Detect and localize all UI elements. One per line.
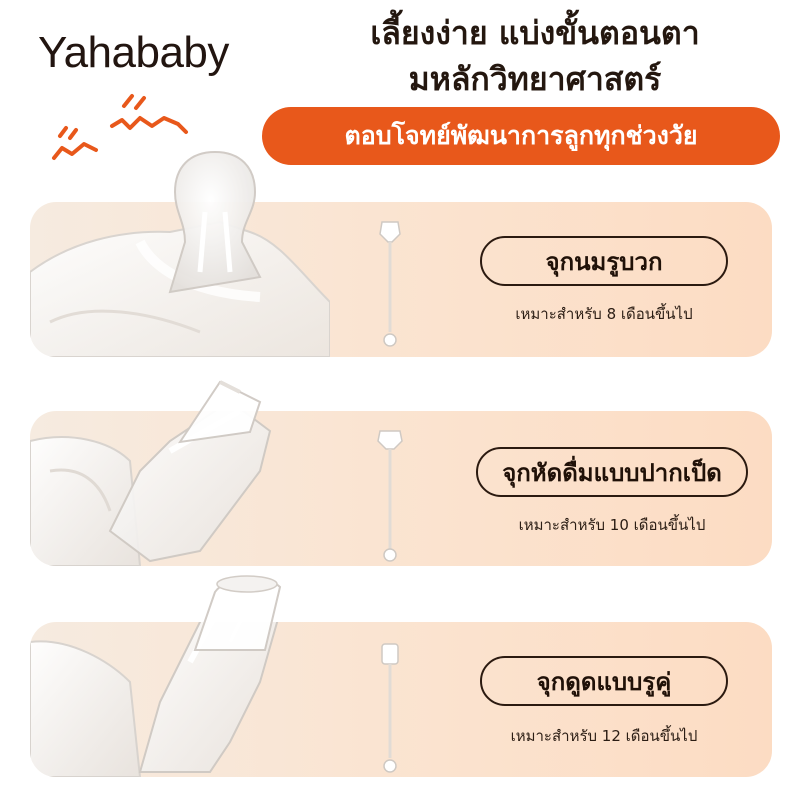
straw-icon [379,221,401,347]
decorative-spark-icon [52,94,188,160]
age-recommendation: เหมาะสำหรับ 10 เดือนขึ้นไป [518,516,706,534]
product-name-label: จุกนมรูบวก [480,236,728,286]
spout-tip-image [193,575,282,651]
product-card-3: จุกดูดแบบรูคู่ เหมาะสำหรับ 12 เดือนขึ้นไ… [30,622,772,777]
page-title: เลี้ยงง่าย แบ่งขั้นตอนตา มหลักวิทยาศาสตร… [300,10,770,102]
straw-icon [381,643,399,773]
age-recommendation: เหมาะสำหรับ 8 เดือนขึ้นไป [515,305,693,323]
product-name-text: จุกหัดดื่มแบบปากเป็ด [502,458,722,487]
product-name-text: จุกนมรูบวก [545,247,663,276]
duckbill-tip-image [177,380,262,444]
tagline-banner: ตอบโจทย์พัฒนาการลูกทุกช่วงวัย [262,107,780,165]
product-card-2: จุกหัดดื่มแบบปากเป็ด เหมาะสำหรับ 10 เดือ… [30,411,772,566]
product-name-label: จุกหัดดื่มแบบปากเป็ด [476,447,748,497]
headline-line-2: มหลักวิทยาศาสตร์ [408,60,662,98]
tagline-text: ตอบโจทย์พัฒนาการลูกทุกช่วงวัย [344,121,698,150]
straw-icon [377,430,403,562]
product-name-text: จุกดูดแบบรูคู่ [536,667,672,696]
product-name-label: จุกดูดแบบรูคู่ [480,656,728,706]
duckbill-spout-image [30,411,272,566]
age-recommendation: เหมาะสำหรับ 12 เดือนขึ้นไป [510,727,698,745]
teat-nipple-image [168,150,262,294]
brand-logo: Yahababy [38,28,229,77]
headline-line-1: เลี้ยงง่าย แบ่งขั้นตอนตา [370,14,700,52]
